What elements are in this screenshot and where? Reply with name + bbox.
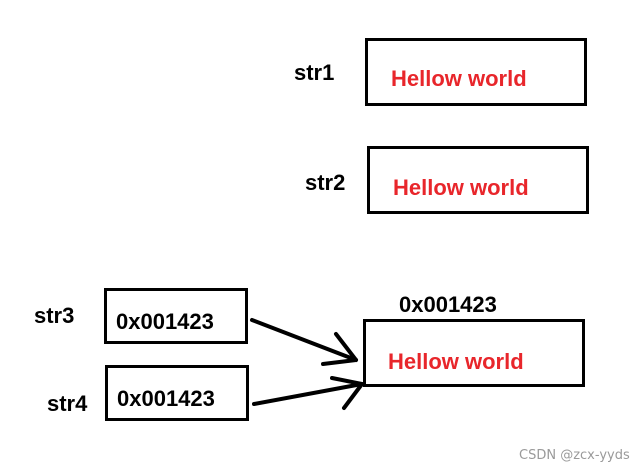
str3-value: 0x001423 (116, 309, 214, 334)
str2-value: Hellow world (393, 175, 529, 200)
str1-value: Hellow world (391, 66, 527, 91)
str2-box: Hellow world (367, 146, 589, 214)
str4-label: str4 (47, 391, 88, 416)
str3-arrowhead (321, 332, 358, 366)
str3-pointer-arrow (250, 318, 358, 362)
watermark: CSDN @zcx-yyds (519, 448, 630, 463)
shared-string-box: Hellow world (363, 319, 585, 387)
str1-label: str1 (294, 60, 335, 85)
str4-pointer-arrow (252, 382, 364, 406)
str3-box: 0x001423 (104, 288, 248, 344)
str4-arrowhead (330, 376, 364, 410)
str2-label: str2 (305, 170, 346, 195)
shared-address-label: 0x001423 (399, 292, 497, 317)
str4-box: 0x001423 (105, 365, 249, 421)
str4-value: 0x001423 (117, 386, 215, 411)
shared-string-value: Hellow world (388, 349, 524, 374)
str3-label: str3 (34, 303, 75, 328)
str1-box: Hellow world (365, 38, 587, 106)
